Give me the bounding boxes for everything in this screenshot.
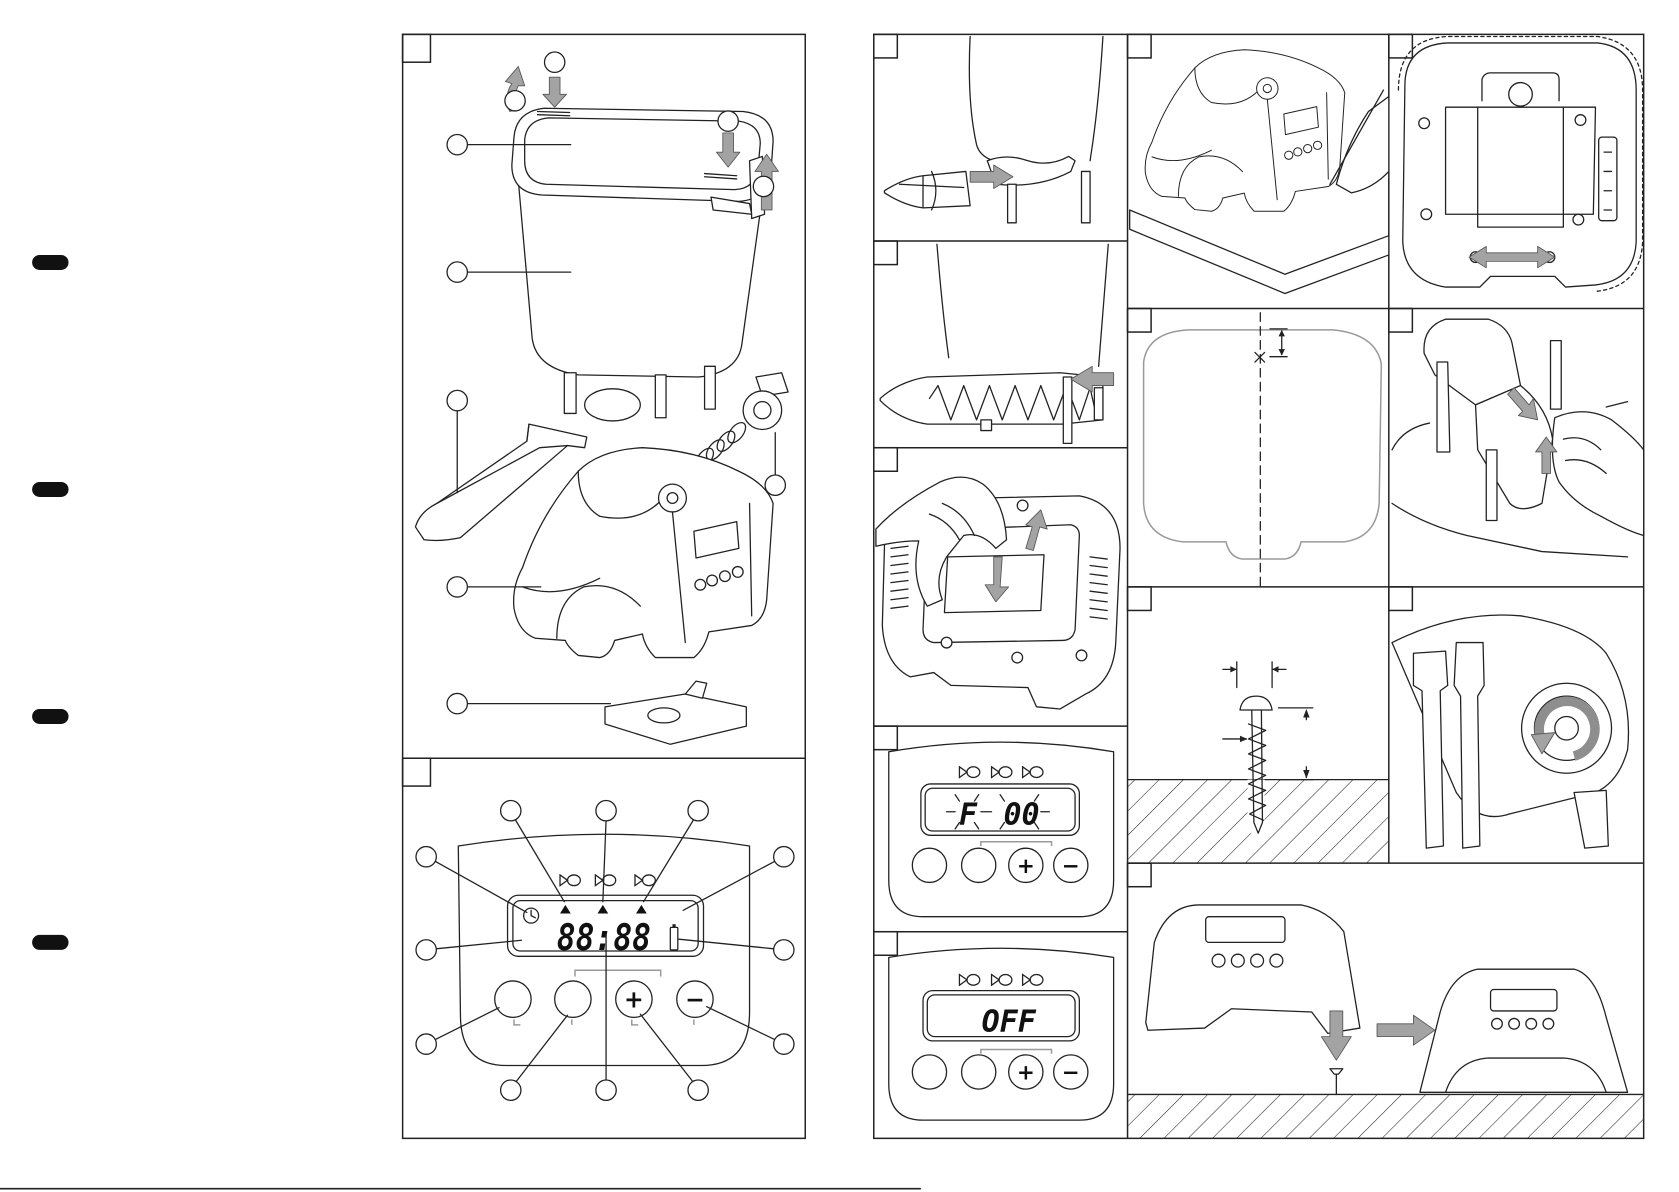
callout-circle (774, 940, 794, 960)
callout-circle (718, 111, 738, 131)
language-tabs (32, 255, 68, 950)
figure-number-box (403, 34, 431, 62)
plus-symbol: + (1017, 1060, 1035, 1085)
callout-circle (596, 1080, 616, 1100)
press-arrow-icon (543, 77, 567, 107)
callout-circle (753, 176, 773, 196)
exploded-view-figure (415, 52, 788, 744)
dimension-arrowheads (1230, 666, 1309, 778)
panel-button (962, 1055, 996, 1089)
drip-tray (605, 694, 746, 744)
callout-circle (447, 577, 467, 597)
auger-tube (884, 171, 970, 207)
control-panel-figure: 88:88 + − (416, 801, 794, 1101)
lcd-screen (1491, 990, 1557, 1011)
callout-circle (501, 801, 521, 821)
minus-symbol: − (1062, 854, 1080, 879)
callout-circle (416, 940, 436, 960)
lcd-error-letter: F (959, 798, 978, 833)
callout-circle (544, 52, 564, 72)
figure-screw-dimensions (1128, 662, 1389, 863)
lcd-digits: 88:88 (557, 916, 651, 959)
right-arrow-icon (1377, 1015, 1435, 1045)
container-outline (969, 37, 1103, 161)
figure-auger-rotation (1392, 615, 1628, 848)
figure-battery-cover (876, 477, 1120, 709)
callout-circle (416, 847, 436, 867)
panel-button (962, 848, 996, 882)
callout-circle (688, 1080, 708, 1100)
figure-base-on-table (1130, 50, 1389, 294)
language-tab (32, 482, 68, 497)
container-outlet (585, 389, 641, 421)
figure-auger-installation (1392, 319, 1644, 557)
motor-cap (743, 373, 788, 430)
figure-number-box (403, 758, 431, 786)
hand (1552, 412, 1643, 536)
figure-spring-in-tube (880, 244, 1113, 443)
callout-circle (596, 801, 616, 821)
floor-section (1128, 1094, 1644, 1138)
dimension-lines (1223, 662, 1313, 780)
panel-button (912, 1055, 946, 1089)
lcd-error-code: 00 (1003, 798, 1039, 833)
figure-tube-insertion (884, 37, 1102, 223)
callout-circle (774, 1034, 794, 1054)
callout-circle (501, 1080, 521, 1100)
language-tab (32, 709, 68, 724)
base-unit (514, 448, 773, 658)
minus-symbol: − (685, 986, 705, 1014)
table (1130, 210, 1389, 294)
hand (1336, 96, 1388, 192)
panel-button (495, 981, 531, 1017)
callout-circle (416, 1034, 436, 1054)
plus-symbol: + (624, 986, 644, 1014)
handle-knob (1509, 83, 1533, 107)
callout-circle (447, 262, 467, 282)
figure-drilling-template (1144, 313, 1382, 587)
figure-base-bottom-view (1398, 37, 1642, 292)
panel-button (912, 848, 946, 882)
panel-button (555, 981, 591, 1017)
figure-error-display: F 00 + − (889, 742, 1114, 917)
figure-floor-mounting (1128, 905, 1644, 1138)
side-panel (1599, 137, 1617, 221)
auger-hub (1555, 716, 1579, 740)
callout-circle (765, 475, 785, 495)
minus-symbol: − (1062, 1060, 1080, 1085)
language-tab (32, 255, 68, 270)
screw-icon (1330, 1069, 1343, 1095)
template-outline (1144, 330, 1382, 559)
container-outline (937, 244, 1108, 366)
callout-circle (688, 801, 708, 821)
callout-circle (447, 390, 467, 410)
callout-circle (774, 847, 794, 867)
base-unit (1145, 50, 1345, 211)
dimension-marker (1270, 329, 1287, 357)
callout-circle (447, 134, 467, 154)
callout-circle (505, 91, 525, 111)
lcd-off-text: OFF (982, 1004, 1037, 1039)
figure-off-display: OFF + − (889, 948, 1114, 1120)
plus-symbol: + (1017, 854, 1035, 879)
screw-head (1240, 696, 1272, 710)
language-tab (32, 935, 68, 950)
lcd-screen (1206, 917, 1285, 943)
callout-circle (447, 693, 467, 713)
